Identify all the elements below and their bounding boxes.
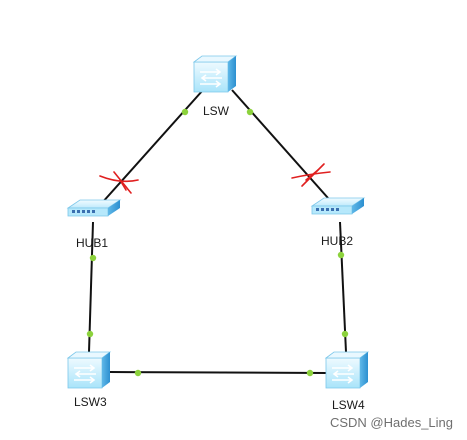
- port-dot: [341, 330, 349, 338]
- port-indicators: [86, 108, 349, 377]
- port-dot: [86, 330, 94, 338]
- switch-icon[interactable]: [324, 351, 370, 389]
- blocked-port-mark-hub2: [291, 163, 331, 187]
- port-dot: [337, 251, 345, 259]
- node-label-lsw4: LSW4: [332, 398, 365, 412]
- links: [88, 89, 347, 374]
- port-dot: [306, 369, 314, 377]
- hub-icon[interactable]: [66, 199, 122, 217]
- port-dot: [246, 108, 254, 116]
- link-lsw-hub2[interactable]: [231, 89, 329, 199]
- port-dot: [134, 369, 142, 377]
- port-dot: [181, 108, 189, 116]
- link-hub1-lsw3[interactable]: [88, 221, 94, 353]
- node-label-hub2: HUB2: [321, 234, 353, 248]
- watermark: CSDN @Hades_Ling: [329, 415, 453, 430]
- blocked-port-mark-hub1: [99, 171, 139, 194]
- port-dot: [89, 254, 97, 262]
- link-lsw3-lsw4[interactable]: [109, 371, 328, 374]
- switch-icon[interactable]: [66, 351, 112, 389]
- switch-icon[interactable]: [192, 55, 238, 93]
- node-label-hub1: HUB1: [76, 236, 108, 250]
- hub-icon[interactable]: [310, 197, 366, 215]
- link-hub2-lsw4[interactable]: [339, 221, 347, 353]
- node-label-lsw: LSW: [203, 104, 230, 118]
- node-label-lsw3: LSW3: [74, 395, 107, 409]
- link-lsw-hub1[interactable]: [100, 89, 204, 205]
